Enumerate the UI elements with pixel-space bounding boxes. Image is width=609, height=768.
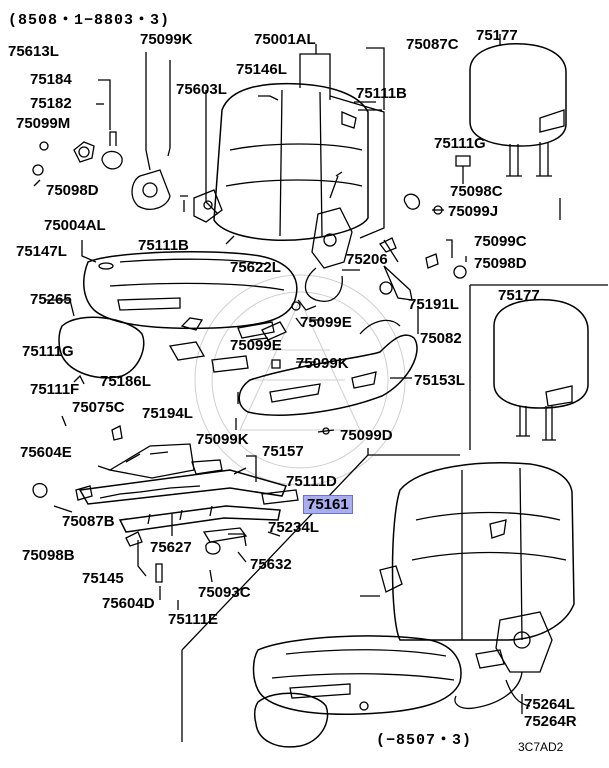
armrest-pad: [44, 299, 145, 379]
part-label: 75004AL: [44, 217, 106, 234]
part-label: 75075C: [72, 399, 125, 416]
seat-side-panel: [238, 319, 418, 416]
part-label: 75087B: [62, 513, 115, 530]
part-label: 75603L: [176, 81, 227, 98]
part-label: 75111G: [22, 343, 74, 360]
part-label: 75098D: [474, 255, 527, 272]
seat-rail-assembly: [32, 443, 299, 610]
part-label: 75622L: [230, 259, 281, 276]
part-label: 75145: [82, 570, 124, 587]
date-range-top: (8508・1−8803・3): [8, 12, 171, 29]
part-label: 75099E: [230, 337, 282, 354]
headrest-lower: [493, 298, 589, 441]
part-label: 75264L: [524, 696, 575, 713]
part-label: 75099M: [16, 115, 71, 132]
part-label: 75194L: [142, 405, 193, 422]
part-label: 75099C: [474, 233, 527, 250]
part-label: 75001AL: [254, 31, 316, 48]
part-label: 75099J: [448, 203, 499, 220]
watermark-emblem: [194, 274, 406, 486]
date-range-bottom: (−8507・3): [376, 732, 473, 749]
headrest-upper: [469, 34, 567, 177]
seat-back-frame: [180, 82, 385, 311]
part-label: 75613L: [8, 43, 59, 60]
part-label: 75099K: [196, 431, 249, 448]
part-label: 75153L: [414, 372, 465, 389]
part-label: 75604D: [102, 595, 155, 612]
part-label: 75111B: [138, 237, 189, 254]
part-label: 75191L: [408, 296, 459, 313]
part-label: 75627: [150, 539, 192, 556]
part-label: 75099E: [300, 314, 352, 331]
part-label: 75111F: [30, 381, 80, 398]
part-label: 75098B: [22, 547, 75, 564]
part-label: 75604E: [20, 444, 72, 461]
part-label: 75184: [30, 71, 72, 88]
lever-knob-cluster: [32, 52, 171, 210]
part-label: 75099K: [296, 355, 349, 372]
part-label: 75111B: [356, 85, 407, 102]
part-label: 75206: [346, 251, 388, 268]
highlighted-part-75161[interactable]: 75161: [303, 495, 353, 514]
part-label: 75087C: [406, 36, 459, 53]
figure-code: 3C7AD2: [518, 740, 564, 754]
lower-seat-back: [360, 462, 575, 710]
part-label: 75099D: [340, 427, 393, 444]
part-label: 75182: [30, 95, 72, 112]
part-label: 75265: [30, 291, 72, 308]
part-label: 75111E: [168, 611, 219, 628]
part-label: 75111D: [286, 473, 337, 490]
part-label: 75146L: [236, 61, 287, 78]
part-label: 75147L: [16, 243, 67, 260]
part-label: 75177: [498, 287, 540, 304]
part-label: 75186L: [100, 373, 151, 390]
part-label: 75098D: [46, 182, 99, 199]
part-label: 75632: [250, 556, 292, 573]
part-label: 75264R: [524, 713, 577, 730]
part-label: 75157: [262, 443, 304, 460]
lower-seat-cushion: [252, 635, 462, 748]
part-label: 75098C: [450, 183, 503, 200]
part-label: 75082: [420, 330, 462, 347]
part-label: 75234L: [268, 519, 319, 536]
middle-hardware: [61, 301, 335, 441]
part-label: 75093C: [198, 584, 251, 601]
part-label: 75177: [476, 27, 518, 44]
part-label: 75099K: [140, 31, 193, 48]
seat-cushion-upper: [81, 240, 298, 331]
part-label: 75111G: [434, 135, 486, 152]
right-side-bolts: [379, 155, 471, 334]
